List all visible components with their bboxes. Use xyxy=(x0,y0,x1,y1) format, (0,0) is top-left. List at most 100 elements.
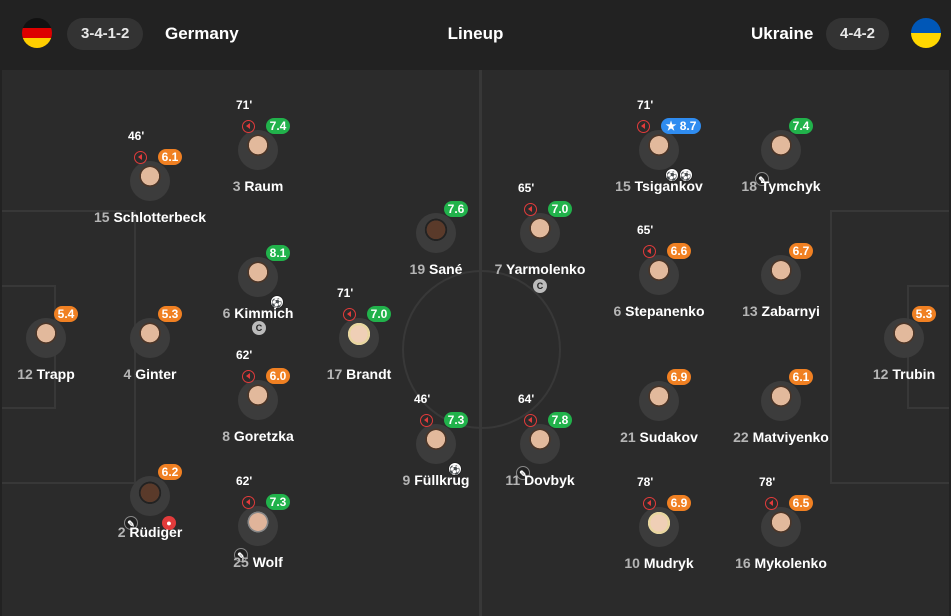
away-team-name[interactable]: Ukraine xyxy=(751,24,814,43)
substitution-out-icon xyxy=(134,151,147,164)
shirt-number: 13 xyxy=(742,303,758,319)
player-avatar xyxy=(639,130,679,170)
shirt-number: 18 xyxy=(741,178,757,194)
player-avatar xyxy=(761,507,801,547)
rating-badge: 6.5 xyxy=(789,495,813,511)
player-name: Brandt xyxy=(346,366,392,382)
shirt-number: 12 xyxy=(872,366,889,382)
shirt-number: 15 xyxy=(615,178,631,194)
rating-badge: 7.4 xyxy=(266,118,290,134)
player-name: Dovbyk xyxy=(524,472,575,488)
substitution-out-icon xyxy=(242,370,255,383)
shirt-number: 6 xyxy=(613,303,622,319)
player-name: Tymchyk xyxy=(760,178,821,194)
shirt-number: 19 xyxy=(409,261,426,277)
substitution-time: 62' xyxy=(236,348,253,362)
player-name: Tsigankov xyxy=(634,178,703,194)
rating-badge: 7.0 xyxy=(548,201,572,217)
substitution-time: 65' xyxy=(637,223,654,237)
player-name-label: 12 Trubin xyxy=(814,366,951,382)
player-name: Schlotterbeck xyxy=(113,209,207,225)
shirt-number: 7 xyxy=(494,261,503,277)
player-name-label: 2 Rüdiger xyxy=(60,524,240,540)
substitution-out-icon xyxy=(765,497,778,510)
player-avatar xyxy=(26,318,66,358)
shirt-number: 4 xyxy=(123,366,132,382)
player-name-label: 15 Schlotterbeck xyxy=(60,209,240,225)
player-avatar xyxy=(238,257,278,297)
shirt-number: 17 xyxy=(326,366,343,382)
assist-boot-icon: ✎ xyxy=(234,548,248,562)
page-title: Lineup xyxy=(447,24,504,43)
rating-badge: 7.3 xyxy=(444,412,468,428)
red-ball-icon: ● xyxy=(162,516,176,530)
player-name: Füllkrug xyxy=(414,472,470,488)
rating-badge: 7.3 xyxy=(266,494,290,510)
player-name-label: 7 Yarmolenko xyxy=(450,261,630,277)
substitution-time: 71' xyxy=(236,98,253,112)
ukraine-flag-icon xyxy=(911,18,941,48)
rating-value: 8.7 xyxy=(679,119,697,133)
player-avatar xyxy=(238,380,278,420)
center-circle xyxy=(402,270,561,429)
player-name-label: 22 Matviyenko xyxy=(691,429,871,445)
player-name-label: 6 Kimmich xyxy=(168,305,348,321)
substitution-out-icon xyxy=(637,120,650,133)
goal-ball-icon: ⚽ xyxy=(270,295,284,309)
substitution-time: 78' xyxy=(637,475,654,489)
rating-badge: 6.7 xyxy=(789,243,813,259)
player-avatar xyxy=(639,255,679,295)
player-name-label: 25 Wolf xyxy=(168,554,348,570)
player-avatar xyxy=(520,424,560,464)
player-name-label: 9 Füllkrug xyxy=(346,472,526,488)
player-name-label: 8 Goretzka xyxy=(168,428,348,444)
player-name-label: 15 Tsigankov xyxy=(569,178,749,194)
shirt-number: 9 xyxy=(402,472,411,488)
player-name: Trapp xyxy=(36,366,75,382)
right-penalty-box xyxy=(830,210,949,484)
star-icon: ★ xyxy=(665,119,680,133)
goal-ball-icon: ⚽ xyxy=(448,462,462,476)
lineup-header: 3-4-1-2 Germany Lineup Ukraine 4-4-2 xyxy=(0,0,951,70)
player-name-label: 3 Raum xyxy=(168,178,348,194)
player-avatar xyxy=(639,507,679,547)
player-name: Sané xyxy=(429,261,463,277)
shirt-number: 3 xyxy=(232,178,241,194)
substitution-time: 78' xyxy=(759,475,776,489)
player-name: Sudakov xyxy=(639,429,698,445)
shirt-number: 22 xyxy=(733,429,749,445)
rating-badge: 6.9 xyxy=(667,495,691,511)
player-name-label: 11 Dovbyk xyxy=(450,472,630,488)
player-name: Wolf xyxy=(252,554,283,570)
substitution-time: 71' xyxy=(337,286,354,300)
player-avatar xyxy=(130,161,170,201)
rating-badge: 7.6 xyxy=(444,201,468,217)
player-name: Goretzka xyxy=(233,428,294,444)
assist-boot-icon: ✎ xyxy=(516,466,530,480)
rating-badge: 5.3 xyxy=(912,306,936,322)
player-name: Raum xyxy=(244,178,284,194)
player-name-label: 10 Mudryk xyxy=(569,555,749,571)
captain-badge: C xyxy=(252,321,266,335)
player-name: Mudryk xyxy=(643,555,694,571)
player-name-label: 4 Ginter xyxy=(60,366,240,382)
rating-badge: 5.4 xyxy=(54,306,78,322)
player-name-label: 18 Tymchyk xyxy=(691,178,871,194)
substitution-time: 46' xyxy=(128,129,145,143)
captain-badge: C xyxy=(533,279,547,293)
substitution-out-icon xyxy=(420,414,433,427)
shirt-number: 25 xyxy=(233,554,249,570)
substitution-time: 65' xyxy=(518,181,535,195)
player-name: Trubin xyxy=(892,366,936,382)
substitution-time: 64' xyxy=(518,392,535,406)
rating-badge: 7.4 xyxy=(789,118,813,134)
goal-ball-icon: ⚽ xyxy=(679,168,693,182)
player-name-label: 21 Sudakov xyxy=(569,429,749,445)
shirt-number: 2 xyxy=(117,524,126,540)
player-avatar xyxy=(130,476,170,516)
substitution-out-icon xyxy=(242,120,255,133)
player-name: Mykolenko xyxy=(754,555,827,571)
home-team-name[interactable]: Germany xyxy=(165,24,239,43)
player-avatar xyxy=(520,213,560,253)
player-name: Yarmolenko xyxy=(506,261,586,277)
